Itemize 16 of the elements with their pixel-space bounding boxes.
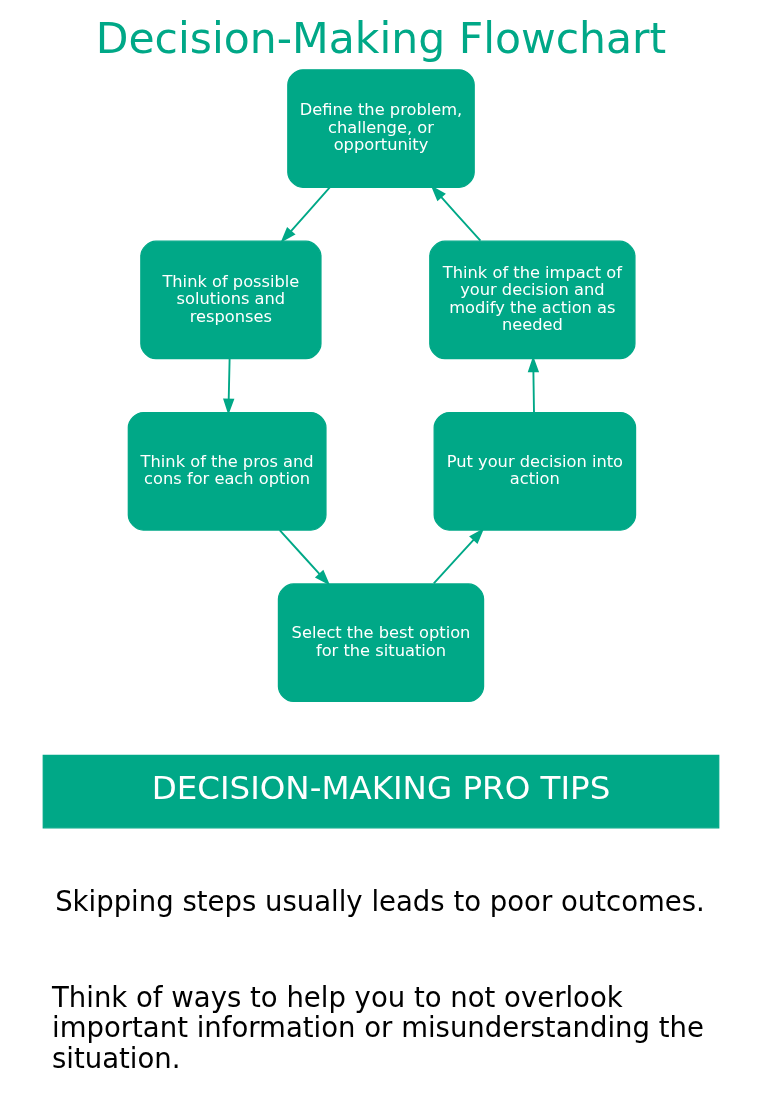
node-box: Think of the pros and cons for each option	[127, 411, 327, 531]
arrow	[280, 186, 331, 243]
arrow	[527, 356, 540, 414]
node-box: Select the best option for the situation	[277, 583, 485, 703]
node-box: Think of possible solutions and responses	[140, 240, 322, 360]
diagram-title: Decision-Making Flowchart	[95, 13, 667, 63]
label: Think of ways to help you to not overlook important information or misunderstanding the situation.	[52, 981, 704, 1074]
arrow	[432, 528, 485, 585]
arrow	[223, 357, 235, 415]
label: Skipping steps usually leads to poor outcomes.	[55, 885, 705, 918]
node-box: Think of the impact of your decision and modify the action as needed	[429, 240, 636, 360]
node-box: DECISION-MAKING PRO TIPS	[42, 754, 720, 829]
arrow	[430, 185, 482, 242]
node-box: Define the problem, challenge, or opportunity	[287, 69, 475, 188]
node-box: Put your decision into action	[433, 411, 637, 531]
arrow	[278, 529, 331, 586]
